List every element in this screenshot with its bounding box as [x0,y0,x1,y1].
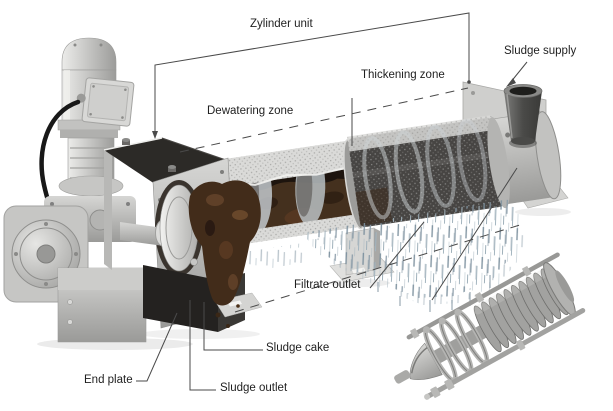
label-sludge-supply: Sludge supply [504,45,577,57]
sludge-inlet-funnel [503,84,543,148]
filtrate-water-droplets [243,198,525,312]
pedestal-base [57,267,147,343]
sludge-cake-graphic [188,180,261,328]
label-thickening-zone: Thickening zone [361,69,445,81]
label-sludge-cake: Sludge cake [266,342,330,354]
label-sludge-outlet: Sludge outlet [220,382,288,394]
leader-arrowhead [152,131,158,139]
leader-sludge-outlet [189,300,216,391]
label-filtrate-outlet: Filtrate outlet [294,279,361,291]
leader-zylinder-unit [154,12,470,138]
frame-top-face [104,138,226,194]
inset-callout-line [431,167,518,301]
terminal-box [76,77,135,127]
screw-assembly-inset [394,252,586,400]
leader-filtrate-outlet [369,221,425,289]
leader-sludge-cake [203,302,263,351]
zone-extent-dashed-top [179,87,469,153]
ring-coil-stack [473,267,569,353]
zone-extent-dashed-bottom [234,223,524,313]
label-zylinder-unit: Zylinder unit [250,18,313,30]
leader-sludge-supply-arrow [506,78,516,87]
drive-motor-assembly [3,37,147,343]
outlet-end-frame [103,137,263,332]
drive-shaft [120,222,164,246]
discharge-end-housing [487,111,562,209]
leader-end-plate [136,312,178,382]
thickening-zone-section [347,115,505,228]
label-end-plate: End plate [84,374,133,386]
annotations [136,12,528,391]
label-dewatering-zone: Dewatering zone [207,105,294,117]
